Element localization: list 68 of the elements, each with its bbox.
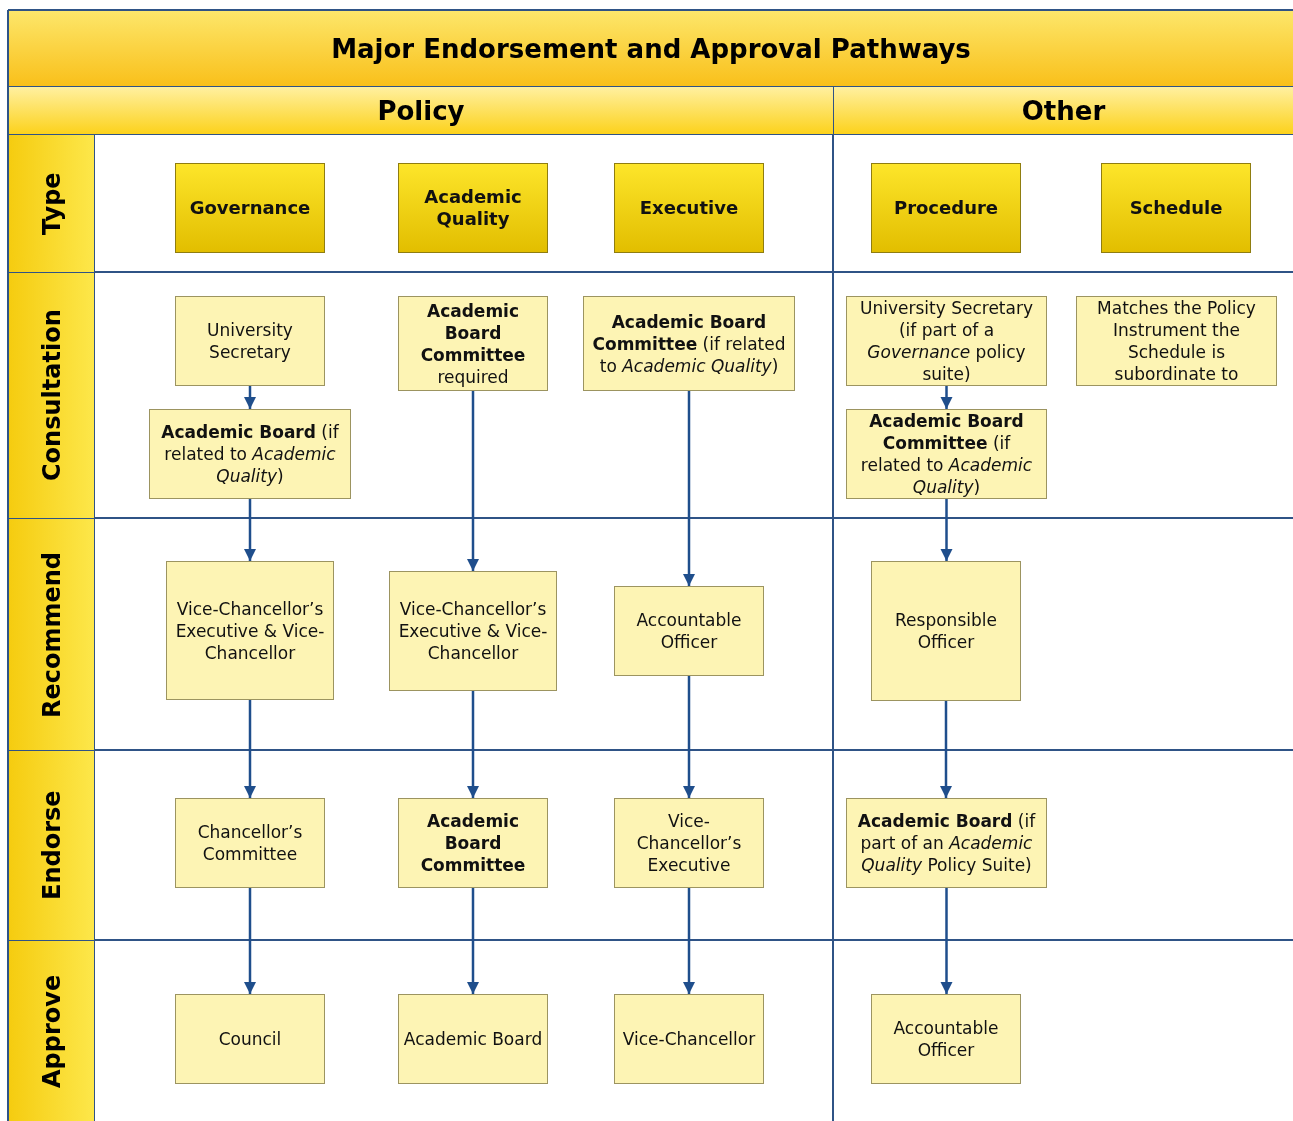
process-box bbox=[846, 798, 1047, 888]
node-label: Academic Board (if part of an Academic Quality Policy Suite) bbox=[856, 810, 1037, 876]
row-header: Recommend bbox=[9, 519, 94, 750]
column-header: Policy bbox=[9, 87, 833, 134]
process-box bbox=[614, 994, 764, 1084]
arrow bbox=[940, 499, 953, 561]
process-box bbox=[398, 296, 548, 391]
arrow bbox=[682, 676, 696, 798]
title-banner: Major Endorsement and Approval Pathways bbox=[9, 11, 1293, 86]
column-header: Other bbox=[834, 87, 1293, 134]
arrow bbox=[939, 701, 953, 798]
node-label: Academic Quality bbox=[423, 186, 523, 230]
node-label: Vice-Chancellor bbox=[622, 1028, 756, 1050]
arrow bbox=[940, 386, 953, 409]
process-box bbox=[175, 296, 325, 386]
node-label: University Secretary (if part of a Governance policy suite) bbox=[859, 297, 1034, 385]
node-label: Schedule bbox=[1129, 197, 1223, 219]
node-label: Academic Board Committee (if related to Academic Quality) bbox=[591, 310, 787, 377]
row-header: Consultation bbox=[9, 273, 94, 518]
node-label: Academic Board (if related to Academic Quality) bbox=[160, 421, 340, 487]
node-label: University Secretary bbox=[206, 319, 294, 363]
type-box bbox=[614, 163, 764, 253]
arrow bbox=[682, 888, 696, 994]
process-box bbox=[149, 409, 351, 499]
process-box bbox=[398, 994, 548, 1084]
row-header: Type bbox=[9, 135, 94, 272]
arrow bbox=[466, 691, 480, 798]
arrow bbox=[466, 391, 480, 571]
process-box bbox=[175, 994, 325, 1084]
node-label: Vice-Chancellor’s Executive & Vice-Chancellor bbox=[174, 597, 326, 664]
node-label: Accountable Officer bbox=[892, 1017, 1000, 1061]
row-header: Endorse bbox=[9, 751, 94, 940]
arrow bbox=[243, 386, 257, 409]
process-box bbox=[871, 994, 1021, 1084]
process-box bbox=[1076, 296, 1277, 386]
node-label: Academic Board bbox=[403, 1028, 543, 1050]
arrow bbox=[682, 391, 696, 586]
node-label: Academic Board Committee (if related to Academic Quality) bbox=[859, 410, 1034, 498]
node-label: Responsible Officer bbox=[894, 609, 998, 653]
process-box bbox=[614, 798, 764, 888]
process-box bbox=[871, 561, 1021, 701]
process-box bbox=[166, 561, 334, 700]
arrow bbox=[243, 700, 257, 798]
node-label: Chancellor’s Committee bbox=[196, 821, 304, 865]
process-box bbox=[389, 571, 557, 691]
process-box bbox=[398, 798, 548, 888]
arrow bbox=[243, 499, 257, 561]
arrow bbox=[243, 888, 257, 994]
type-box bbox=[871, 163, 1021, 253]
arrow bbox=[940, 888, 953, 994]
node-label: Vice-Chancellor’s Executive & Vice-Chancellor bbox=[397, 598, 549, 664]
node-label: Academic Board Committee required bbox=[419, 299, 527, 388]
node-label: Matches the Policy Instrument the Schedule is subordinate to bbox=[1096, 297, 1257, 385]
arrow bbox=[466, 888, 480, 994]
type-box bbox=[175, 163, 325, 253]
node-label: Governance bbox=[189, 197, 311, 219]
node-label: Executive bbox=[639, 197, 739, 219]
node-label: Vice-Chancellor’s Executive bbox=[635, 810, 743, 876]
node-label: Council bbox=[218, 1028, 282, 1050]
process-box bbox=[175, 798, 325, 888]
process-box bbox=[583, 296, 795, 391]
type-box bbox=[398, 163, 548, 253]
type-box bbox=[1101, 163, 1251, 253]
row-header: Approve bbox=[9, 941, 94, 1121]
process-box bbox=[614, 586, 764, 676]
node-label: Procedure bbox=[893, 197, 999, 219]
node-label: Academic Board Committee bbox=[419, 810, 527, 876]
node-label: Accountable Officer bbox=[635, 609, 743, 653]
